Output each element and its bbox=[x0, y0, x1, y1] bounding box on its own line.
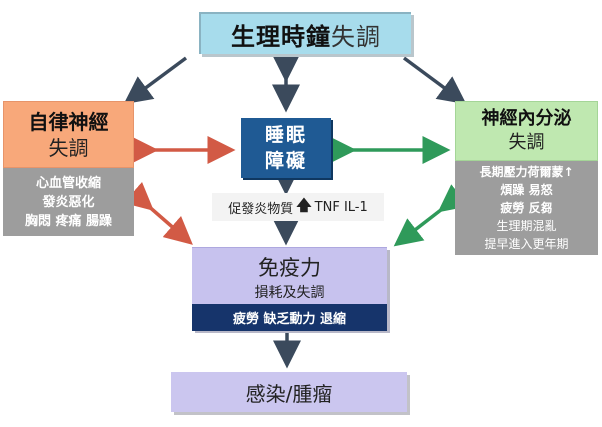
endocrine-details: 長期壓力荷爾蒙↑ 煩躁 易怒 疲勞 反芻 生理期混亂 提早進入更年期 bbox=[455, 161, 598, 255]
immunity-title: 免疫力 bbox=[258, 256, 321, 280]
immunity-detail: 疲勞 缺乏動力 退縮 bbox=[192, 304, 387, 331]
inflammatory-factors-label: 促發炎物質 🡅 TNF IL-1 bbox=[212, 193, 384, 221]
infection-tumor-text: 感染/腫瘤 bbox=[245, 381, 333, 406]
sleep-line-1: 睡眠 bbox=[264, 124, 307, 146]
autonomic-suffix: 失調 bbox=[48, 135, 89, 160]
autonomic-detail-1: 心血管收縮 bbox=[35, 175, 101, 191]
endocrine-box: 神經內分泌 失調 長期壓力荷爾蒙↑ 煩躁 易怒 疲勞 反芻 生理期混亂 提早進入… bbox=[455, 101, 598, 255]
autonomic-detail-3: 胸悶 疼痛 腸躁 bbox=[24, 213, 113, 229]
endocrine-suffix: 失調 bbox=[508, 132, 545, 153]
infection-tumor-box: 感染/腫瘤 bbox=[171, 372, 407, 412]
arrow-autonomic-immune bbox=[123, 181, 193, 245]
up-arrow-icon: 🡅 bbox=[296, 195, 312, 214]
cytokine-markers: TNF IL-1 bbox=[314, 199, 368, 215]
arrow-endocrine-immune bbox=[393, 184, 469, 247]
autonomic-details: 心血管收縮 發炎惡化 胸悶 疼痛 腸躁 bbox=[3, 168, 134, 236]
circadian-title: 生理時鐘 bbox=[231, 22, 331, 51]
immunity-subtitle: 損耗及失調 bbox=[254, 285, 325, 301]
endocrine-detail-5: 提早進入更年期 bbox=[484, 237, 569, 251]
autonomic-title: 自律神經 bbox=[28, 109, 109, 134]
immunity-box: 免疫力 損耗及失調 疲勞 缺乏動力 退縮 bbox=[192, 247, 387, 331]
endocrine-detail-1: 長期壓力荷爾蒙↑ bbox=[479, 165, 574, 179]
circadian-box: 生理時鐘失調 bbox=[199, 12, 411, 54]
autonomic-title-block: 自律神經 失調 bbox=[3, 101, 134, 168]
autonomic-box: 自律神經 失調 心血管收縮 發炎惡化 胸悶 疼痛 腸躁 bbox=[3, 101, 134, 236]
circadian-suffix: 失調 bbox=[331, 22, 381, 51]
sleep-line-2: 障礙 bbox=[264, 150, 307, 172]
arrow-top-to-autonomic bbox=[123, 56, 188, 105]
autonomic-detail-2: 發炎惡化 bbox=[42, 194, 95, 210]
endocrine-detail-4: 生理期混亂 bbox=[496, 219, 557, 233]
inflammatory-text: 促發炎物質 bbox=[228, 201, 294, 217]
endocrine-title-block: 神經內分泌 失調 bbox=[455, 101, 598, 161]
arrow-top-to-endocrine bbox=[402, 56, 467, 105]
endocrine-detail-3: 疲勞 反芻 bbox=[500, 201, 553, 215]
endocrine-detail-2: 煩躁 易怒 bbox=[500, 183, 553, 197]
endocrine-title: 神經內分泌 bbox=[481, 108, 572, 129]
sleep-disorder-box: 睡眠 障礙 bbox=[241, 118, 331, 178]
